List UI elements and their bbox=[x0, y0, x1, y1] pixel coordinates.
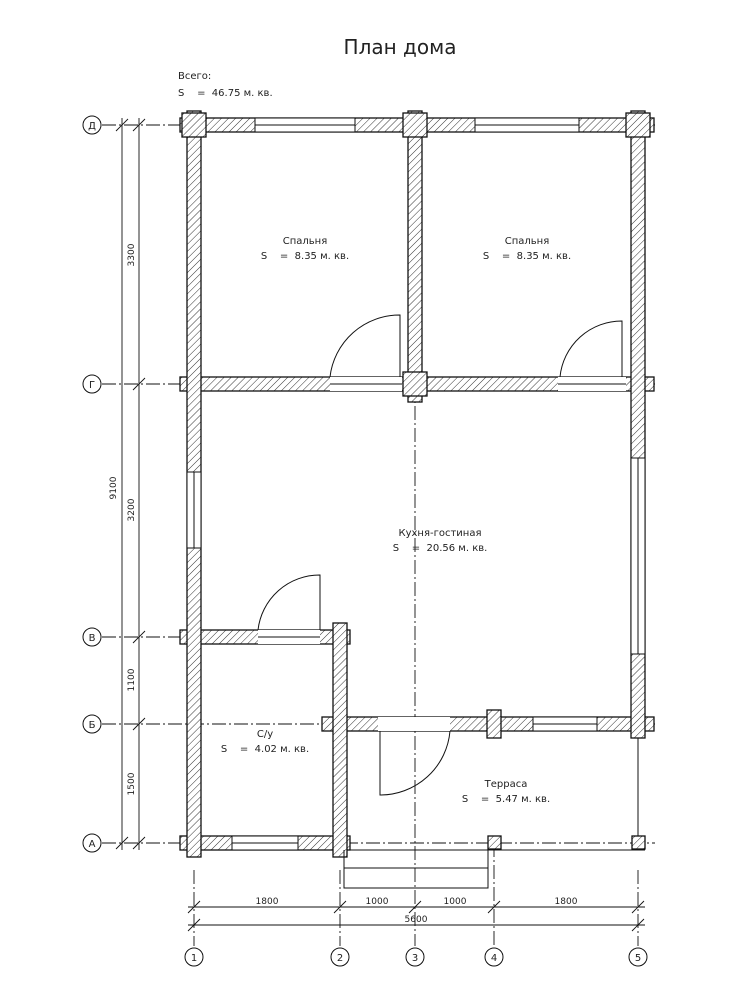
row-axis-label-v: В bbox=[89, 633, 96, 644]
row-axis-label-d: Д bbox=[88, 121, 96, 132]
wall-col-3 bbox=[407, 110, 423, 403]
post-col-3-top bbox=[402, 112, 428, 138]
wall-col-2 bbox=[332, 622, 348, 858]
row-axis-bubble-d bbox=[82, 115, 102, 135]
col-axis-bubble-5 bbox=[628, 947, 648, 967]
window-bath bbox=[231, 835, 299, 851]
row-axis-markers: Д Г В Б А bbox=[82, 115, 102, 853]
window-top-1 bbox=[254, 117, 356, 133]
room-area-kitchen-living: S = 20.56 м. кв. bbox=[393, 543, 488, 554]
doors bbox=[257, 314, 626, 796]
post-col-4-row-b bbox=[486, 709, 502, 739]
row-axis-bubble-v bbox=[82, 627, 102, 647]
row-axis-label-b: Б bbox=[89, 720, 96, 731]
window-right bbox=[630, 457, 646, 655]
door-bedroom-1 bbox=[329, 314, 401, 378]
room-name-kitchen-living: Кухня-гостиная bbox=[399, 528, 482, 539]
room-area-bathroom: S = 4.02 м. кв. bbox=[221, 744, 309, 755]
plan-title: План дома bbox=[344, 35, 457, 59]
horizontal-dim-segment-3: 1000 bbox=[444, 897, 467, 907]
col-axis-label-2: 2 bbox=[337, 953, 343, 964]
room-name-bathroom: С/у bbox=[257, 729, 273, 740]
vertical-dim-segment-4: 1500 bbox=[127, 772, 137, 795]
col-axis-label-3: 3 bbox=[412, 953, 418, 964]
col-axis-bubble-1 bbox=[184, 947, 204, 967]
horizontal-dim-segment-1: 1800 bbox=[256, 897, 279, 907]
col-axis-label-1: 1 bbox=[191, 953, 197, 964]
vertical-dim-segment-2: 3200 bbox=[127, 498, 137, 521]
room-area-bedroom-1: S = 8.35 м. кв. bbox=[261, 251, 349, 262]
room-name-bedroom-1: Спальня bbox=[283, 236, 328, 247]
door-terrace bbox=[379, 730, 451, 796]
total-label: Всего: bbox=[178, 71, 211, 82]
horizontal-dim-total: 5600 bbox=[405, 915, 428, 925]
post-terrace-corner bbox=[487, 835, 502, 850]
door-opening-terrace bbox=[378, 717, 450, 731]
window-left bbox=[186, 471, 202, 549]
col-axis-bubble-4 bbox=[484, 947, 504, 967]
room-area-terrace: S = 5.47 м. кв. bbox=[462, 794, 550, 805]
row-axis-label-a: А bbox=[89, 839, 96, 850]
room-area-bedroom-2: S = 8.35 м. кв. bbox=[483, 251, 571, 262]
row-axis-label-g: Г bbox=[89, 380, 95, 391]
room-name-terrace: Терраса bbox=[484, 779, 528, 790]
col-axis-bubble-2 bbox=[330, 947, 350, 967]
axis-lines bbox=[102, 124, 655, 946]
col-axis-label-4: 4 bbox=[491, 953, 497, 964]
col-axis-bubble-3 bbox=[405, 947, 425, 967]
col-axis-label-5: 5 bbox=[635, 953, 641, 964]
horizontal-dimensions: 1800 1000 1000 1800 5600 bbox=[187, 897, 645, 932]
terrace-steps bbox=[343, 850, 489, 889]
horizontal-dim-segment-2: 1000 bbox=[366, 897, 389, 907]
windows bbox=[186, 117, 646, 851]
total-area: S = 46.75 м. кв. bbox=[178, 88, 273, 99]
post-col-3-mid bbox=[402, 371, 428, 397]
row-axis-bubble-a bbox=[82, 833, 102, 853]
vertical-dim-segment-1: 3300 bbox=[127, 243, 137, 266]
post-terrace-right bbox=[631, 835, 646, 850]
post-top-left bbox=[181, 112, 207, 138]
vertical-dim-segment-3: 1100 bbox=[127, 668, 137, 691]
vertical-dimensions: 9100 3300 3200 1100 1500 bbox=[109, 118, 146, 850]
door-bath bbox=[257, 574, 321, 631]
room-labels: Спальня S = 8.35 м. кв. Спальня S = 8.35… bbox=[221, 236, 571, 805]
horizontal-dim-segment-4: 1800 bbox=[555, 897, 578, 907]
row-axis-bubble-b bbox=[82, 714, 102, 734]
room-name-bedroom-2: Спальня bbox=[505, 236, 550, 247]
vertical-dim-total: 9100 bbox=[109, 476, 119, 499]
door-bedroom-2 bbox=[559, 320, 623, 378]
terrace-edge bbox=[343, 731, 645, 889]
window-top-2 bbox=[474, 117, 580, 133]
row-axis-bubble-g bbox=[82, 374, 102, 394]
window-row-b-right bbox=[532, 716, 598, 732]
column-axis-markers: 1 2 3 4 5 bbox=[184, 947, 648, 967]
post-top-right bbox=[625, 112, 651, 138]
